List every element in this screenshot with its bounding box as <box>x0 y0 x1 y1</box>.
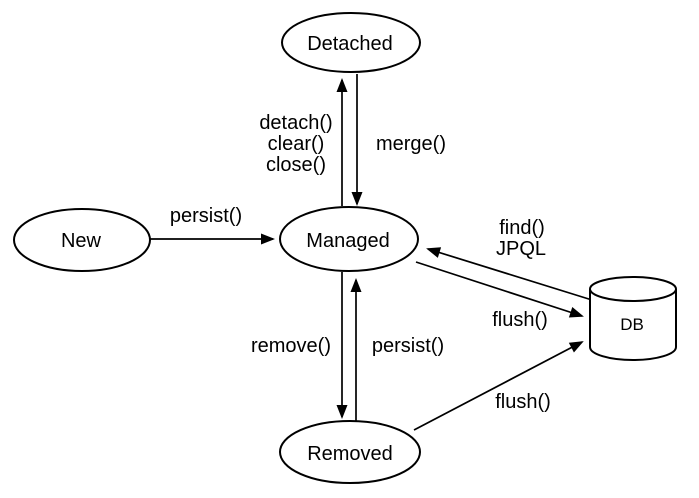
removed-ellipse <box>279 420 421 484</box>
managed-label: Managed <box>306 230 389 252</box>
edge-label-merge: merge() <box>376 133 446 155</box>
new-label: New <box>61 230 102 252</box>
edge-label-remove: remove() <box>251 335 331 357</box>
node-removed: Removed <box>279 420 421 484</box>
edge-label-persist-new: persist() <box>170 205 242 227</box>
edge-label-detach: detach() <box>259 112 332 134</box>
detached-label: Detached <box>307 33 393 55</box>
node-new: New <box>13 208 151 272</box>
node-db: DB <box>589 276 677 361</box>
db-label: DB <box>620 315 644 334</box>
new-ellipse <box>13 208 151 272</box>
db-cylinder-body <box>589 289 677 361</box>
managed-ellipse <box>279 206 419 272</box>
edge-label-find: find() <box>499 217 545 239</box>
edge-label-jpql: JPQL <box>496 238 546 260</box>
edge-label-clear: clear() <box>268 133 325 155</box>
edge-flush-removed-to-db <box>413 341 584 431</box>
node-managed: Managed <box>279 206 419 272</box>
node-detached: Detached <box>281 12 421 73</box>
edge-find-db-to-managed <box>426 247 593 301</box>
db-cylinder-top <box>589 276 677 302</box>
edge-label-flush-managed: flush() <box>492 309 548 331</box>
edge-label-flush-removed: flush() <box>495 391 551 413</box>
detached-ellipse <box>281 12 421 73</box>
edge-label-close: close() <box>266 154 326 176</box>
edge-label-persist-removed: persist() <box>372 335 444 357</box>
removed-label: Removed <box>307 443 393 465</box>
edge-flush-managed-to-db <box>415 261 584 318</box>
